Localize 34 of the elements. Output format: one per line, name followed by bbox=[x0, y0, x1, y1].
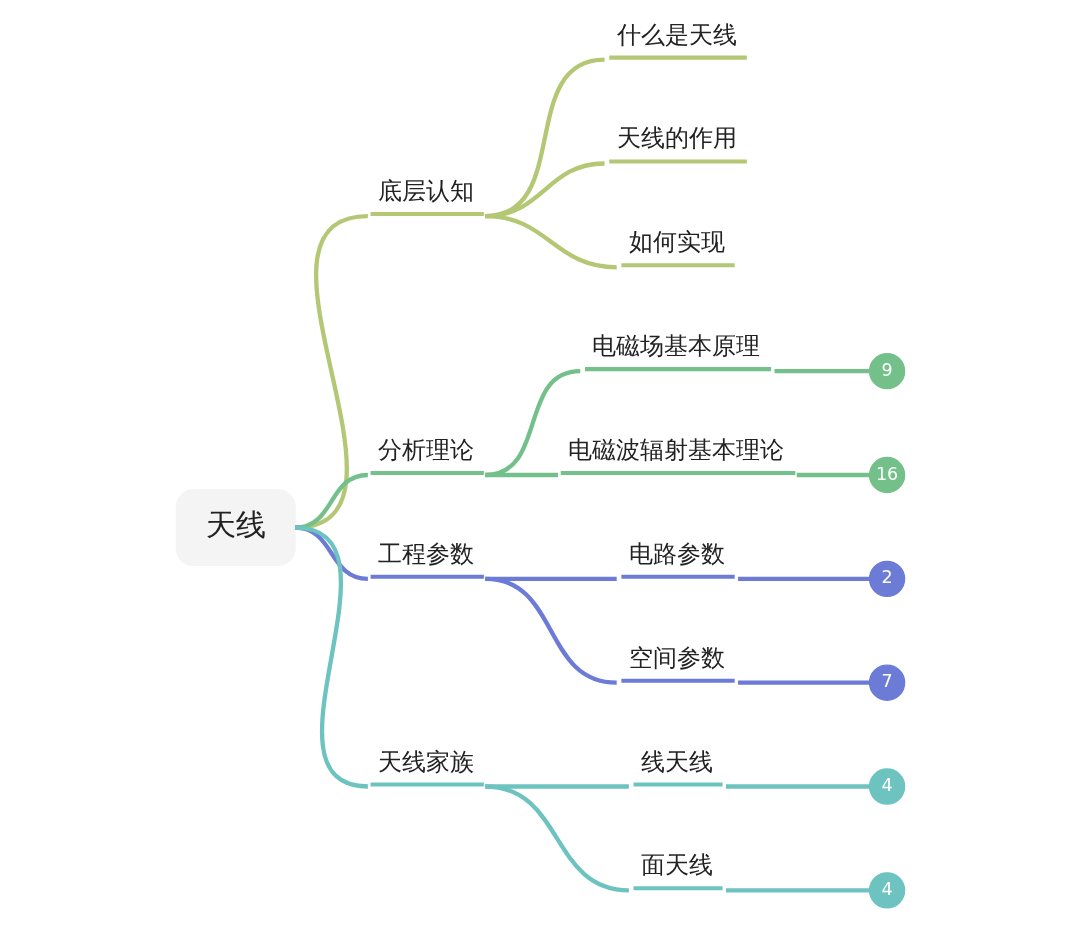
connector bbox=[484, 576, 617, 685]
connector bbox=[737, 680, 870, 685]
connector bbox=[294, 525, 368, 789]
connector bbox=[484, 784, 629, 893]
connector bbox=[484, 213, 617, 270]
node-text: 什么是天线 bbox=[616, 19, 737, 49]
connector bbox=[294, 213, 368, 530]
node-circle: 4 bbox=[868, 872, 905, 909]
connector bbox=[294, 472, 368, 530]
node-circle: 4 bbox=[868, 768, 905, 805]
node-text: 天线的作用 bbox=[616, 123, 737, 153]
node-text: 天线家族 bbox=[377, 746, 474, 776]
connector bbox=[484, 369, 581, 478]
connector bbox=[484, 472, 558, 478]
connector bbox=[725, 784, 870, 789]
node-text: 分析理论 bbox=[377, 435, 474, 465]
node-circle: 2 bbox=[868, 560, 905, 598]
node-text: 电磁场基本原理 bbox=[591, 331, 760, 361]
node-text: 电磁波辐射基本理论 bbox=[567, 435, 784, 465]
connector bbox=[773, 369, 870, 374]
node-text: 如何实现 bbox=[628, 227, 725, 257]
node-text: 线天线 bbox=[640, 746, 713, 776]
node-text: 底层认知 bbox=[377, 176, 474, 206]
node-text: 工程参数 bbox=[377, 538, 474, 568]
node-circle: 9 bbox=[868, 352, 905, 390]
node-box: 天线 bbox=[175, 489, 296, 567]
connector bbox=[796, 472, 870, 478]
connector bbox=[725, 888, 870, 893]
node-text: 空间参数 bbox=[628, 642, 725, 672]
connector bbox=[737, 576, 870, 581]
node-circle: 7 bbox=[868, 664, 905, 701]
node-circle: 16 bbox=[868, 456, 905, 494]
node-text: 面天线 bbox=[640, 850, 713, 880]
node-text: 电路参数 bbox=[628, 538, 725, 568]
